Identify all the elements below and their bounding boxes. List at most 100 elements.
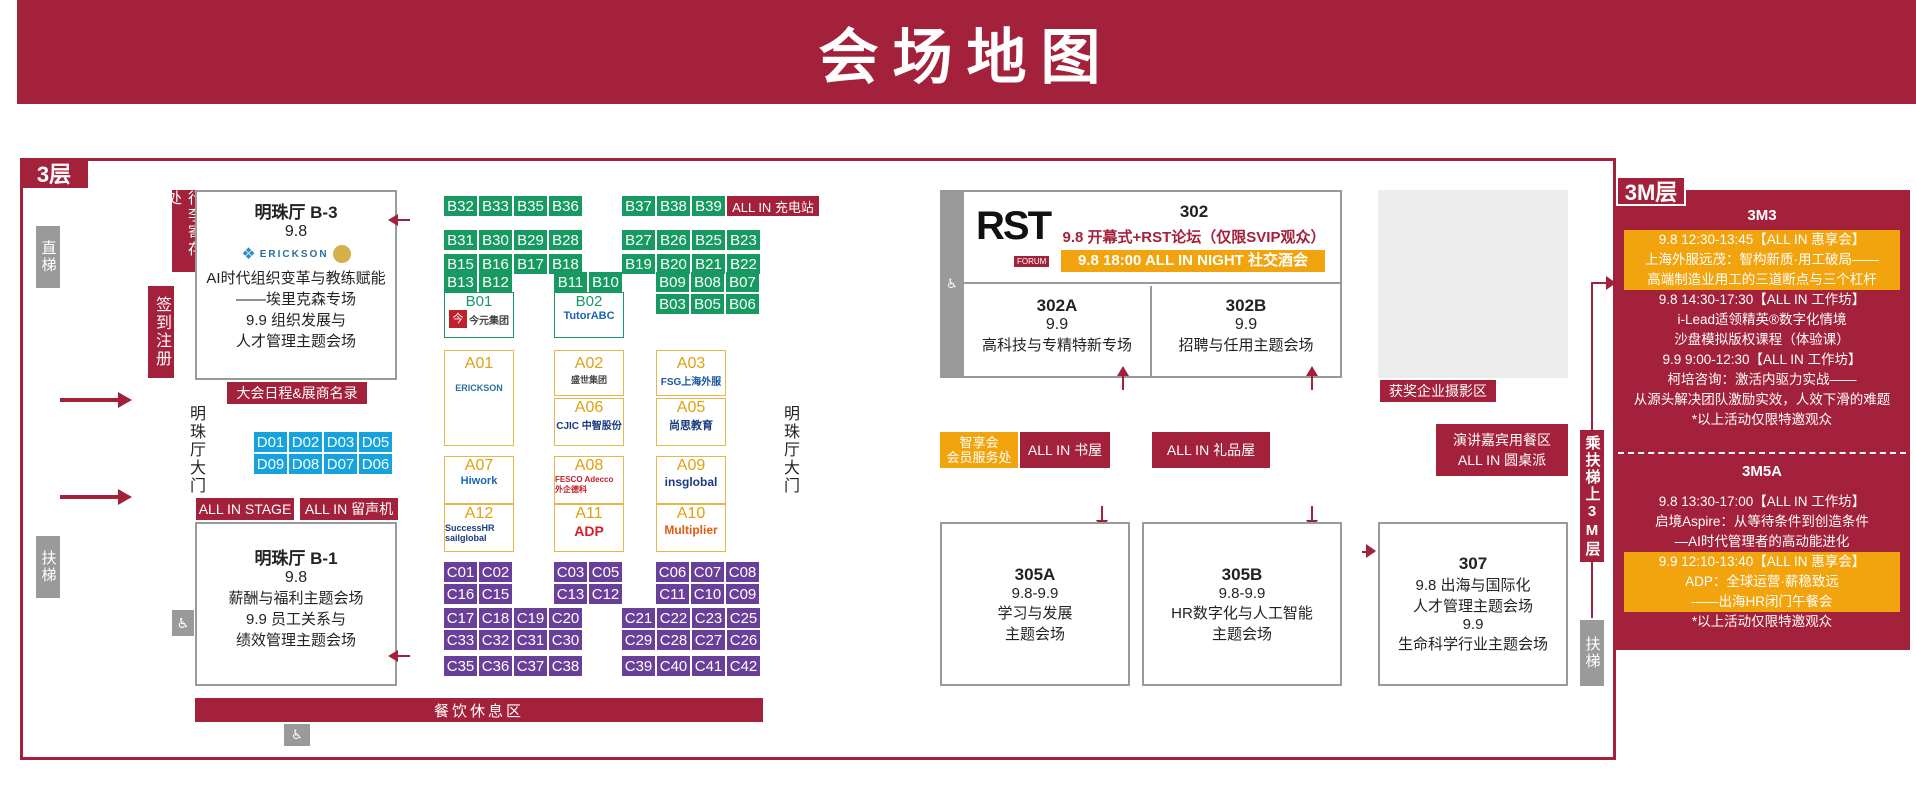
room-305a-arrow-line <box>1101 506 1103 522</box>
booth-group-b09: B09 B08 B07 B03 B05 B06 <box>656 272 759 314</box>
booth[interactable]: C18 <box>479 608 512 628</box>
booth[interactable]: C19 <box>514 608 547 628</box>
booth[interactable]: B28 <box>549 230 582 250</box>
booth[interactable]: B35 <box>514 196 547 216</box>
booth-b01[interactable]: B01 今 今元集团 <box>444 292 514 338</box>
booth-a10[interactable]: A10 Multiplier <box>656 504 726 552</box>
booth-a11[interactable]: A11 ADP <box>554 504 624 552</box>
booth[interactable]: D05 <box>359 432 392 452</box>
booth[interactable]: C02 <box>479 562 512 582</box>
booth[interactable]: B09 <box>656 272 689 292</box>
booth[interactable]: C23 <box>692 608 725 628</box>
booth[interactable]: B07 <box>726 272 759 292</box>
booth[interactable]: B29 <box>514 230 547 250</box>
booth[interactable]: B22 <box>727 254 760 274</box>
booth[interactable]: B33 <box>479 196 512 216</box>
booth[interactable]: C29 <box>622 630 655 650</box>
booth[interactable]: B37 <box>622 196 655 216</box>
booth[interactable]: B16 <box>479 254 512 274</box>
booth[interactable]: B18 <box>549 254 582 274</box>
booth[interactable]: C12 <box>589 584 622 604</box>
booth[interactable]: C38 <box>549 656 582 676</box>
booth[interactable]: C33 <box>444 630 477 650</box>
booth[interactable]: D01 <box>254 432 287 452</box>
booth[interactable]: D07 <box>324 454 357 474</box>
booth[interactable]: B20 <box>657 254 690 274</box>
booth[interactable]: C39 <box>622 656 655 676</box>
booth-a12[interactable]: A12 SuccessHR sailglobal <box>444 504 514 552</box>
booth[interactable]: B25 <box>692 230 725 250</box>
escalator-arrow-icon <box>1606 276 1616 290</box>
booth[interactable]: B19 <box>622 254 655 274</box>
booth[interactable]: D02 <box>289 432 322 452</box>
booth[interactable]: B26 <box>657 230 690 250</box>
booth[interactable]: C41 <box>692 656 725 676</box>
booth[interactable]: C28 <box>657 630 690 650</box>
booth[interactable]: B11 <box>554 272 587 292</box>
room-302a-arrow-icon <box>1117 366 1129 376</box>
booth[interactable]: C05 <box>589 562 622 582</box>
booth[interactable]: D06 <box>359 454 392 474</box>
booth[interactable]: B05 <box>691 294 724 314</box>
booth[interactable]: B08 <box>691 272 724 292</box>
booth-a05[interactable]: A05 尚思教育 <box>656 398 726 446</box>
booth[interactable]: C20 <box>549 608 582 628</box>
booth[interactable]: D08 <box>289 454 322 474</box>
booth[interactable]: C22 <box>657 608 690 628</box>
booth[interactable]: C17 <box>444 608 477 628</box>
hall-b3-title: 明珠厅 B-3 <box>254 203 338 222</box>
booth[interactable]: C13 <box>554 584 587 604</box>
booth[interactable]: C07 <box>691 562 724 582</box>
photo-area-label: 获奖企业摄影区 <box>1380 380 1496 402</box>
booth[interactable]: D03 <box>324 432 357 452</box>
booth[interactable]: B21 <box>692 254 725 274</box>
booth[interactable]: C30 <box>549 630 582 650</box>
booth[interactable]: C10 <box>691 584 724 604</box>
booth[interactable]: B32 <box>444 196 477 216</box>
booth[interactable]: B03 <box>656 294 689 314</box>
booth[interactable]: B13 <box>444 272 477 292</box>
booth[interactable]: B38 <box>657 196 690 216</box>
booth[interactable]: C37 <box>514 656 547 676</box>
booth-a03[interactable]: A03 FSG上海外服 <box>656 350 726 396</box>
hall-b1-arrow-line <box>396 655 410 657</box>
booth[interactable]: C36 <box>479 656 512 676</box>
booth[interactable]: B36 <box>549 196 582 216</box>
booth-a01[interactable]: A01 ERICKSON <box>444 350 514 446</box>
booth[interactable]: B15 <box>444 254 477 274</box>
booth[interactable]: C01 <box>444 562 477 582</box>
booth[interactable]: C26 <box>727 630 760 650</box>
booth[interactable]: C35 <box>444 656 477 676</box>
booth[interactable]: C40 <box>657 656 690 676</box>
booth[interactable]: B12 <box>479 272 512 292</box>
booth-a08[interactable]: A08 FESCO Adecco 外企德科 <box>554 456 624 504</box>
booth[interactable]: C08 <box>726 562 759 582</box>
booth[interactable]: C25 <box>727 608 760 628</box>
booth[interactable]: C16 <box>444 584 477 604</box>
booth[interactable]: C15 <box>479 584 512 604</box>
booth[interactable]: C42 <box>727 656 760 676</box>
booth-group-b13: B13 B12 <box>444 272 512 292</box>
booth[interactable]: C03 <box>554 562 587 582</box>
booth[interactable]: C31 <box>514 630 547 650</box>
booth[interactable]: C32 <box>479 630 512 650</box>
booth-b02[interactable]: B02 TutorABC <box>554 292 624 338</box>
booth[interactable]: B27 <box>622 230 655 250</box>
booth[interactable]: C06 <box>656 562 689 582</box>
booth-a07[interactable]: A07 Hiwork <box>444 456 514 504</box>
booth[interactable]: C21 <box>622 608 655 628</box>
booth-a02[interactable]: A02 盛世集团 <box>554 350 624 396</box>
booth[interactable]: B31 <box>444 230 477 250</box>
booth[interactable]: C11 <box>656 584 689 604</box>
booth[interactable]: B30 <box>479 230 512 250</box>
booth[interactable]: B06 <box>726 294 759 314</box>
booth[interactable]: B10 <box>589 272 622 292</box>
booth[interactable]: C27 <box>692 630 725 650</box>
booth-a06[interactable]: A06 CJIC 中智股份 <box>554 398 624 446</box>
booth[interactable]: B17 <box>514 254 547 274</box>
booth[interactable]: B23 <box>727 230 760 250</box>
booth[interactable]: B39 <box>692 196 725 216</box>
booth-a09[interactable]: A09 insglobal <box>656 456 726 504</box>
booth[interactable]: D09 <box>254 454 287 474</box>
booth[interactable]: C09 <box>726 584 759 604</box>
